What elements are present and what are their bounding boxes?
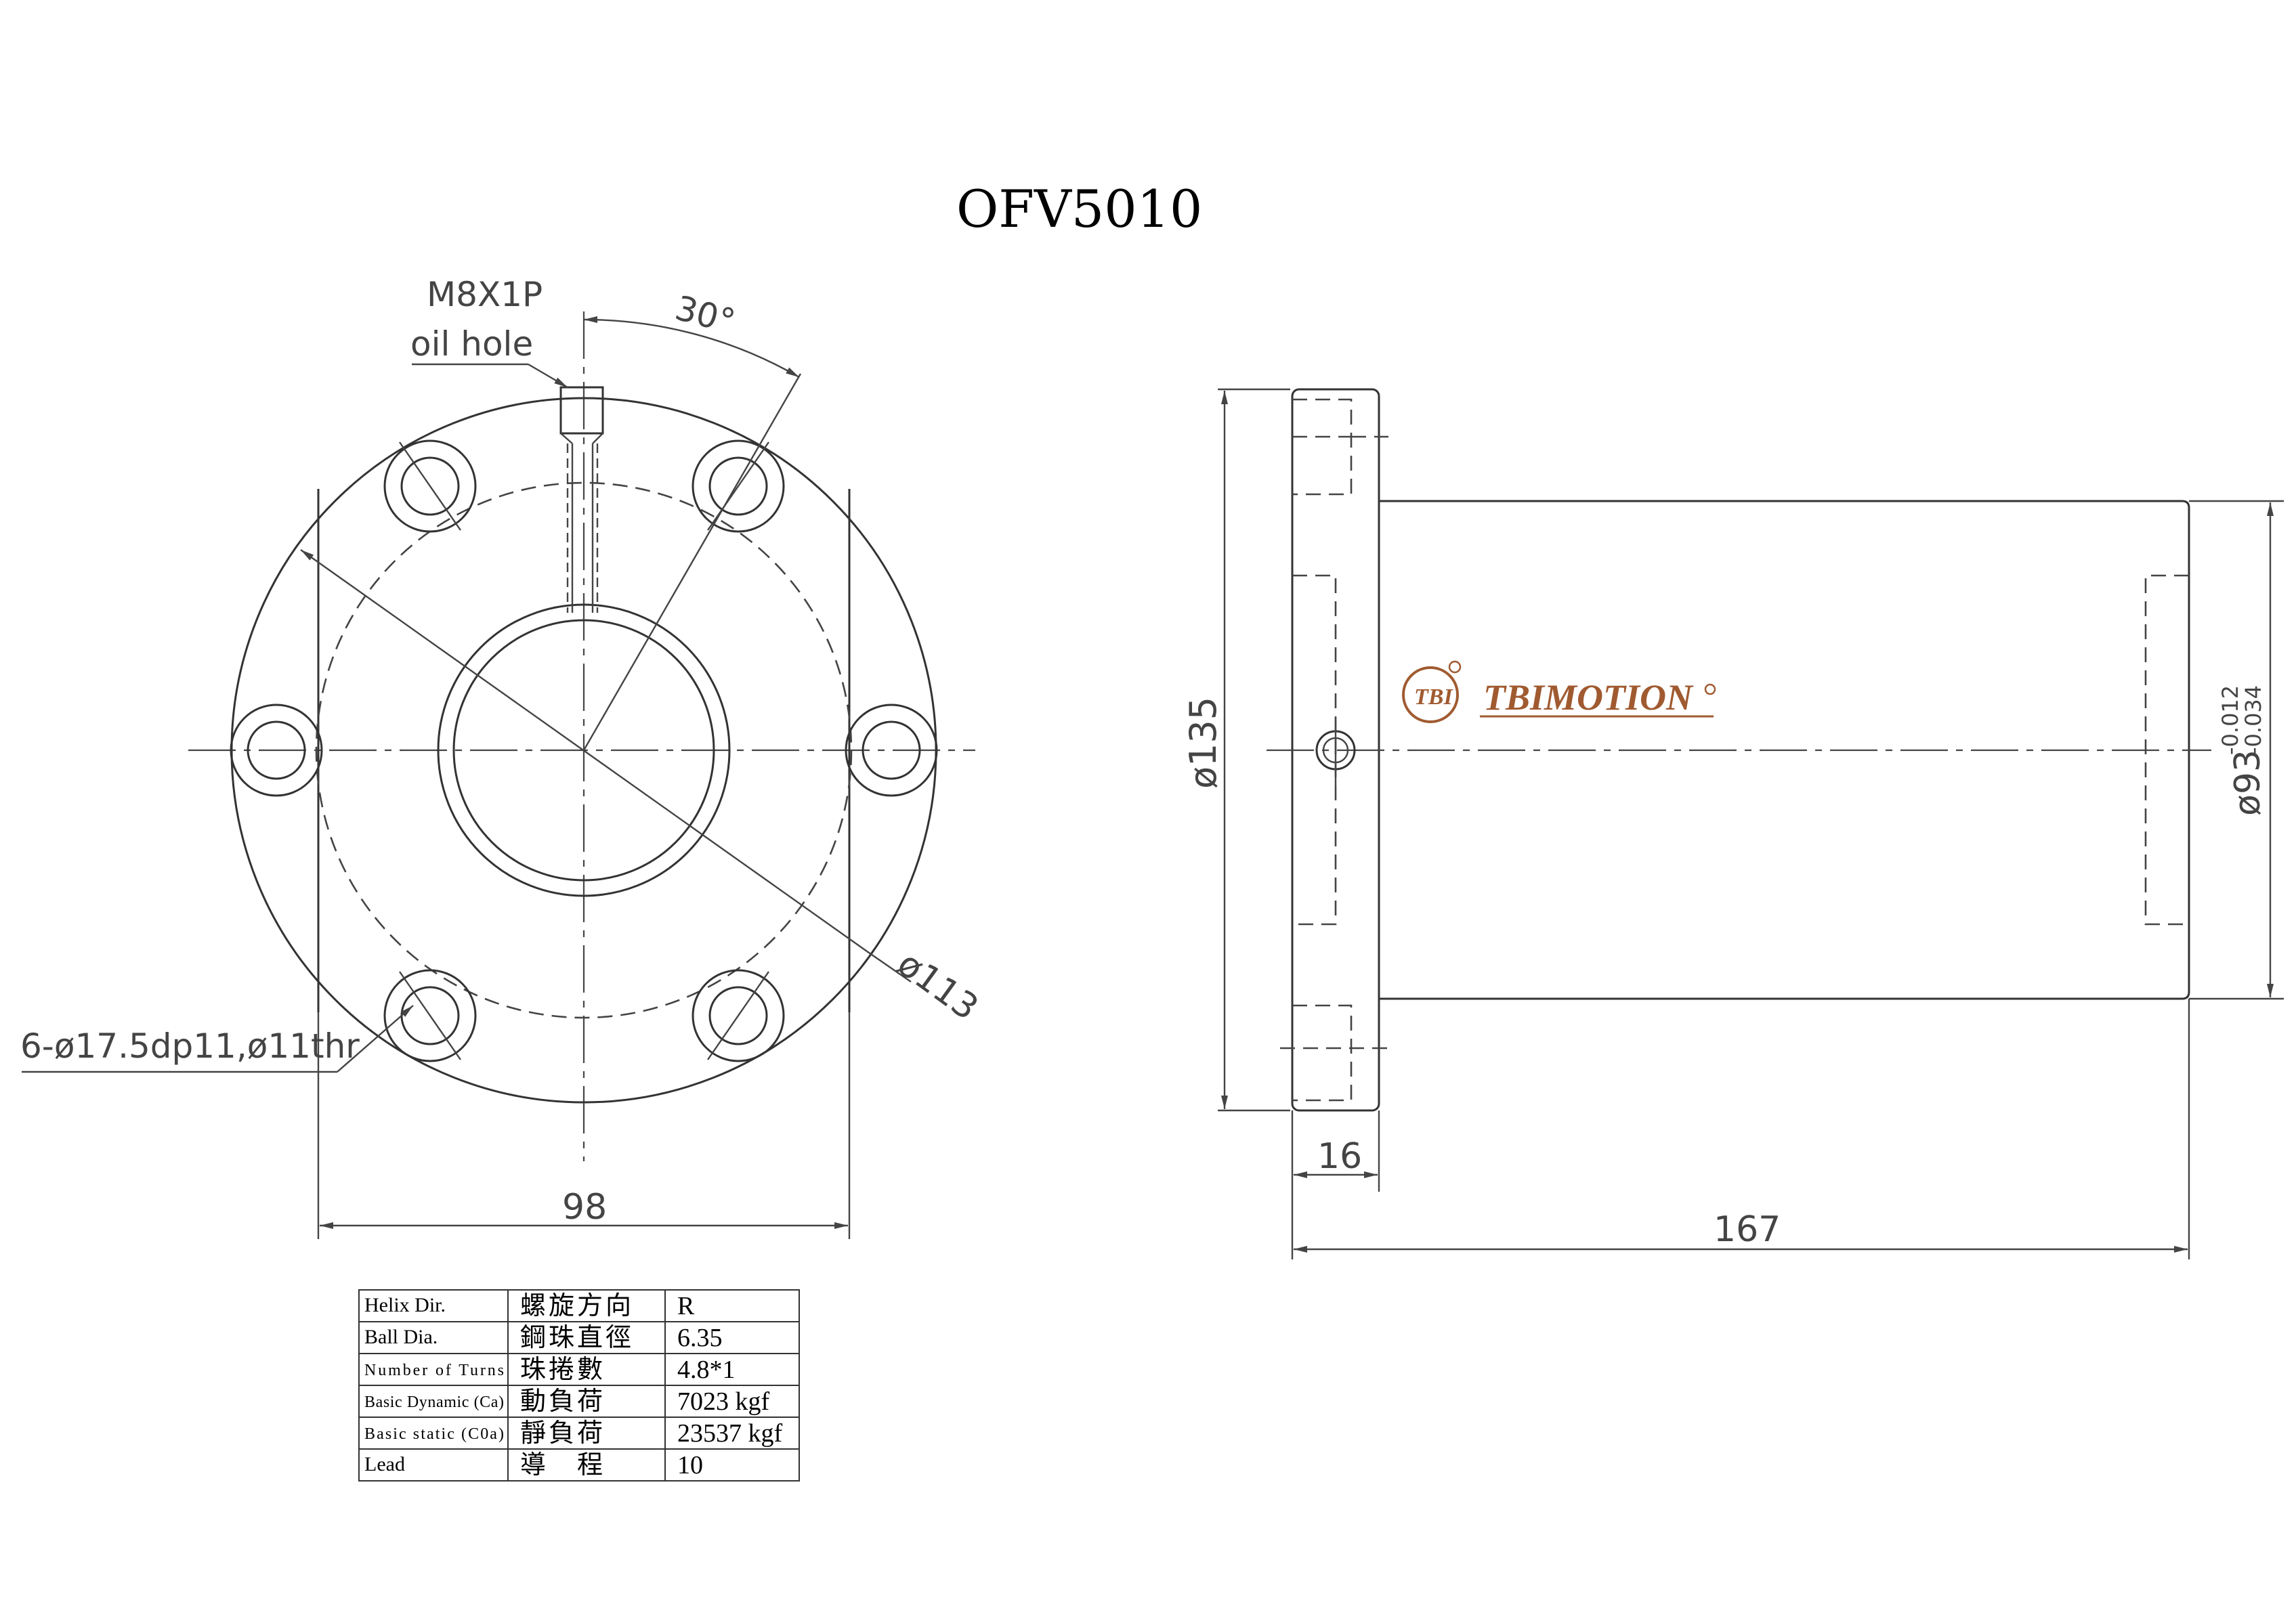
spec-row-value: 4.8*1 <box>677 1356 736 1384</box>
tbi-logo: TBI TBIMOTION <box>1402 660 1716 723</box>
logo-badge-ring <box>1402 666 1459 723</box>
bolt-hole-4 <box>845 704 938 797</box>
spec-row-en: Basic static (C0a) <box>364 1425 504 1443</box>
front-view: 30° M8X1P oil hole ø113 6-ø17.5dp11,ø11t… <box>20 275 985 1239</box>
oil-hole-leader: M8X1P oil hole <box>410 275 568 389</box>
spec-row-value: 6.35 <box>677 1324 723 1352</box>
pcd-dimension: ø113 <box>300 549 985 1029</box>
pitch-circle <box>315 481 853 1019</box>
angle-label: 30° <box>671 288 740 342</box>
flange-dia-label: ø135 <box>1182 697 1225 789</box>
bolt-hole-3 <box>230 704 323 797</box>
flange-thickness-label: 16 <box>1317 1136 1362 1177</box>
width-dimension: 98 <box>317 1012 851 1239</box>
width-label: 98 <box>562 1187 607 1228</box>
oil-hole <box>559 386 604 613</box>
spec-row-en: Number of Turns <box>364 1362 504 1379</box>
body-dia-label: ø93 <box>2228 750 2268 816</box>
bolt-hole-6 <box>692 969 785 1062</box>
drawing-title: OFV5010 <box>956 179 1202 239</box>
length-dimension: 167 <box>1291 999 2190 1259</box>
flange-hidden-bottom <box>1280 1004 1388 1102</box>
length-label: 167 <box>1714 1209 1781 1250</box>
spec-row-zh: 鋼珠直徑 <box>520 1324 634 1352</box>
spec-row-zh: 動負荷 <box>520 1387 605 1416</box>
spec-row-zh: 靜負荷 <box>520 1419 605 1448</box>
spec-row-zh: 螺旋方向 <box>520 1292 634 1320</box>
flange-thickness-dimension: 16 <box>1291 1110 1380 1192</box>
spec-row-en: Helix Dir. <box>364 1294 446 1316</box>
bolt-hole-2 <box>692 439 785 533</box>
spec-row-value: R <box>677 1292 695 1320</box>
tolerance-lower: -0.034 <box>2240 685 2266 755</box>
spec-row-value: 7023 kgf <box>677 1387 770 1416</box>
body-dia-dimension: ø93 -0.012 -0.034 <box>2189 500 2284 1000</box>
tolerance-upper: -0.012 <box>2217 685 2243 755</box>
holes-label: 6-ø17.5dp11,ø11thr <box>20 1026 360 1066</box>
pcd-label: ø113 <box>890 943 985 1029</box>
spec-row-value: 10 <box>677 1451 703 1479</box>
spec-row-en: Lead <box>364 1453 405 1475</box>
bolt-hole-5 <box>383 969 477 1062</box>
spec-row-value: 23537 kgf <box>677 1419 783 1448</box>
logo-badge: TBI <box>1414 685 1453 710</box>
bore-inner <box>452 619 715 882</box>
holes-leader: 6-ø17.5dp11,ø11thr <box>20 1005 414 1073</box>
brand-name: TBIMOTION <box>1483 677 1694 718</box>
spec-row-zh: 珠捲數 <box>520 1356 605 1384</box>
bore-outer <box>437 603 731 897</box>
flange-hidden-top <box>1292 398 1388 496</box>
spec-row-en: Ball Dia. <box>364 1326 438 1348</box>
flange-dia-dimension: ø135 <box>1182 388 1290 1112</box>
spec-row-zh: 導 程 <box>520 1451 605 1479</box>
oil-hole-thread-label: M8X1P <box>427 275 543 314</box>
spec-row-en: Basic Dynamic (Ca) <box>364 1393 504 1411</box>
bolt-hole-1 <box>383 439 477 533</box>
side-view: TBI TBIMOTION ø135 ø93 -0.012 -0.034 16 <box>1182 388 2284 1259</box>
oil-hole-label: oil hole <box>410 324 533 364</box>
